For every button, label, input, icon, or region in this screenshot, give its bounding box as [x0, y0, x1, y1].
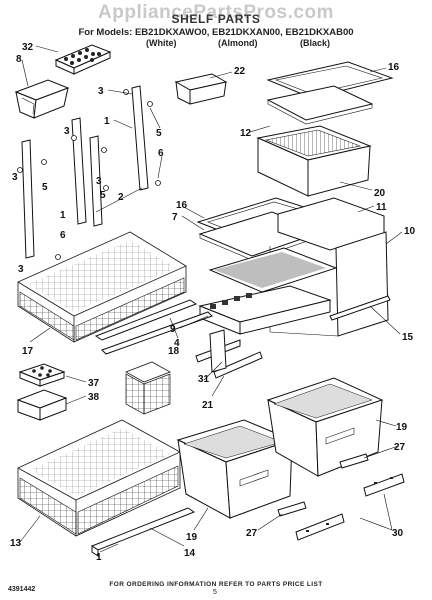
callout-label: 2 [118, 192, 124, 203]
wire-basket-upper [17, 231, 187, 343]
variant-almond: (Almond) [218, 38, 258, 48]
callout-label: 12 [240, 128, 252, 139]
callout-label: 38 [88, 392, 100, 403]
callout-label: 5 [42, 182, 48, 193]
callout-label: 19 [186, 532, 198, 543]
callout-label: 13 [10, 538, 22, 549]
watermark: AppliancePartsPros.com [98, 2, 334, 23]
callout-label: 4 [174, 338, 180, 349]
callout-label: 31 [198, 374, 210, 385]
callout-labels: 32 8 22 16 3 1 5 3 6 3 5 3 5 12 20 1 2 1… [10, 42, 416, 563]
callout-label: 1 [60, 210, 66, 221]
callout-label: 17 [22, 346, 34, 357]
crisper-drawer-left [176, 419, 294, 519]
callout-label: 9 [170, 324, 176, 335]
callout-label: 32 [22, 42, 34, 53]
callout-label: 6 [158, 148, 164, 159]
callout-label: 27 [394, 442, 406, 453]
callout-label: 5 [100, 190, 106, 201]
callout-label: 16 [388, 62, 400, 73]
dairy-bin [14, 79, 70, 119]
callout-label: 7 [172, 212, 178, 223]
callout-label: 3 [98, 86, 104, 97]
wire-divider-rack [125, 361, 171, 415]
basket-rail [90, 507, 196, 557]
crisper-drawer-right [266, 377, 384, 477]
callout-label: 11 [376, 202, 387, 213]
model-list: For Models: EB21DKXAWO0, EB21DKXAN00, EB… [78, 27, 354, 38]
callout-label: 5 [156, 128, 162, 139]
leader-lines [19, 45, 403, 553]
callout-label: 3 [96, 176, 102, 187]
callout-label: 8 [16, 54, 22, 65]
drawer-trim-plates [277, 453, 405, 541]
variant-white: (White) [146, 38, 177, 48]
callout-label: 37 [88, 378, 100, 389]
callout-label: 30 [392, 528, 404, 539]
egg-tray [54, 44, 112, 75]
page-title: SHELF PARTS [171, 12, 261, 26]
callout-label: 6 [60, 230, 66, 241]
glass-shelf-upper [266, 61, 394, 125]
page-number: 5 [213, 589, 217, 596]
document-number: 4391442 [8, 586, 36, 593]
callout-label: 14 [184, 548, 196, 559]
callout-label: 3 [18, 264, 24, 275]
variant-black: (Black) [300, 38, 331, 48]
ordering-note: FOR ORDERING INFORMATION REFER TO PARTS … [109, 581, 323, 588]
egg-holder [16, 363, 68, 421]
meat-drawer [256, 125, 372, 197]
callout-label: 1 [96, 552, 102, 563]
callout-label: 10 [404, 226, 416, 237]
control-housing [198, 285, 332, 335]
callout-label: 20 [374, 188, 386, 199]
shelf-rails [17, 85, 161, 260]
callout-label: 21 [202, 400, 214, 411]
callout-label: 22 [234, 66, 246, 77]
callout-label: 19 [396, 422, 408, 433]
callout-label: 27 [246, 528, 258, 539]
callout-label: 16 [176, 200, 188, 211]
wire-basket-lower [17, 419, 181, 537]
callout-label: 1 [104, 116, 110, 127]
callout-label: 3 [12, 172, 18, 183]
drawer-slides [94, 295, 391, 379]
callout-label: 15 [402, 332, 414, 343]
callout-label: 18 [168, 346, 180, 357]
crisper-cover-bin [174, 73, 228, 105]
callout-label: 3 [64, 126, 70, 137]
